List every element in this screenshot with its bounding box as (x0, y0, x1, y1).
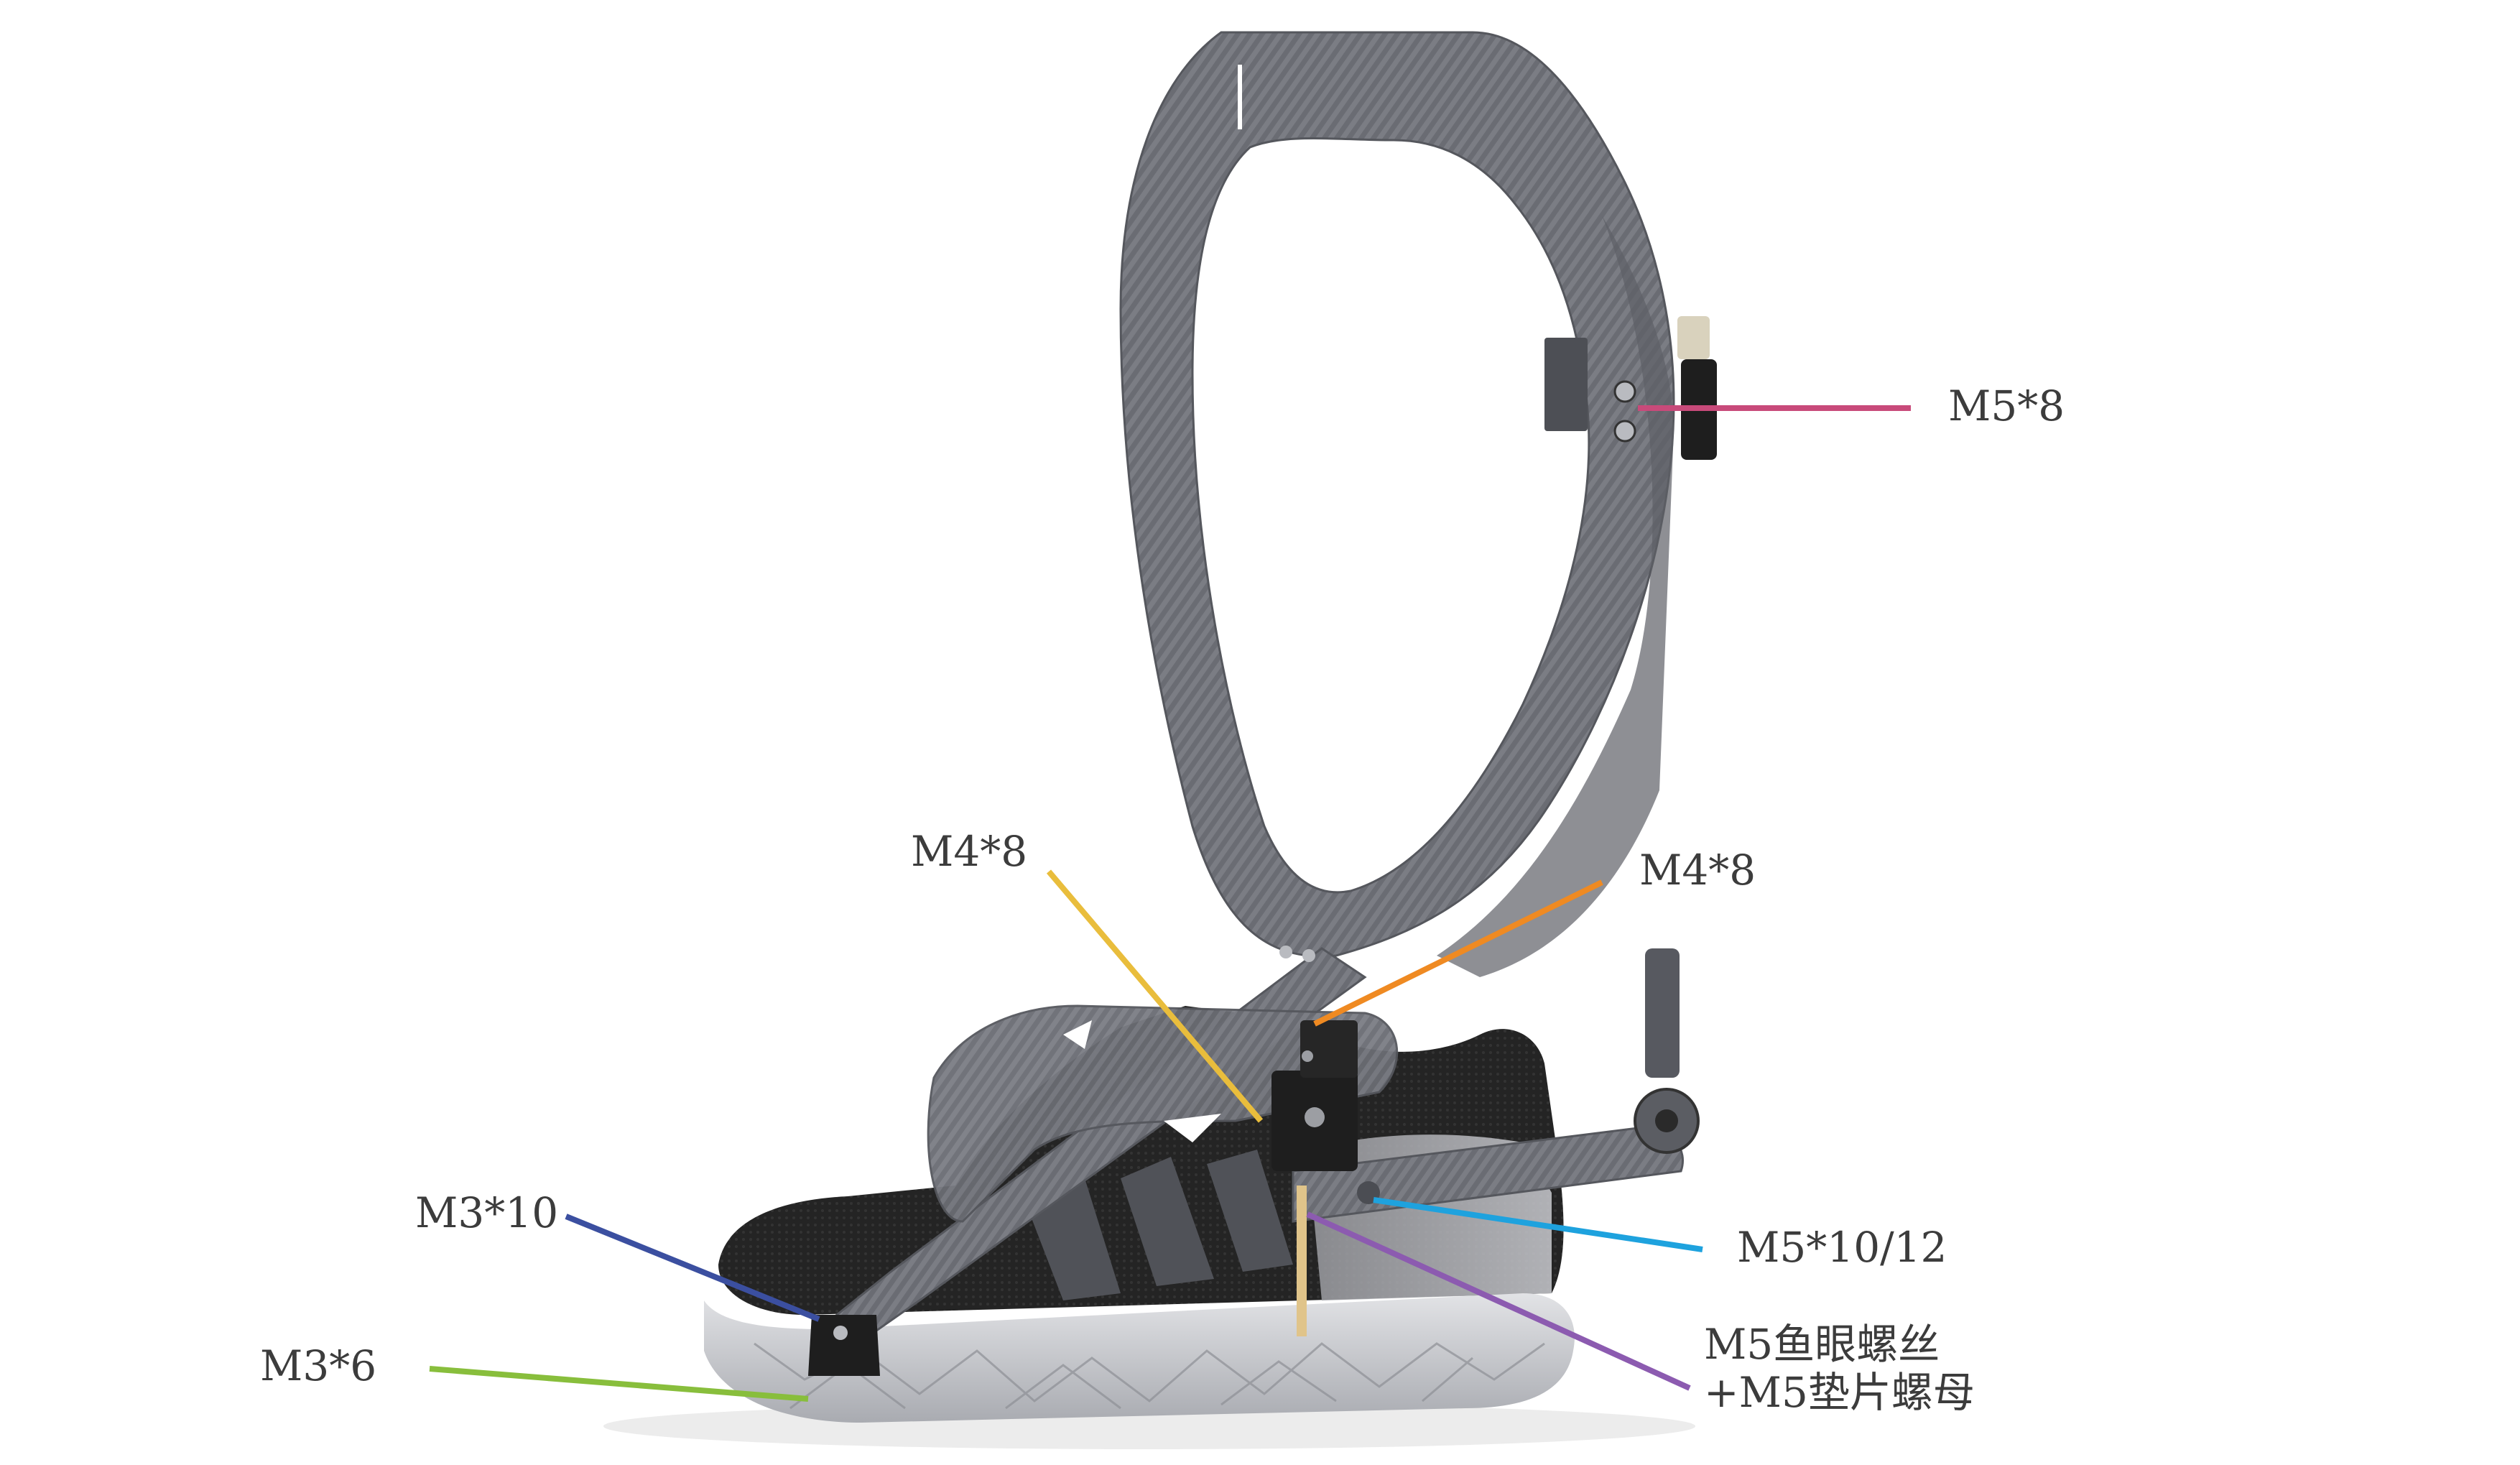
label-m5x10-12: M5*10/12 (1737, 1223, 1947, 1272)
screw-head (1613, 380, 1636, 403)
label-m5-rod-end-line-2: +M5垫片螺母 (1704, 1367, 1975, 1417)
loop-screw (1302, 949, 1315, 962)
leader-line-m5x10-12 (1373, 1197, 1703, 1252)
leader-line-m4x8-left (1046, 869, 1264, 1123)
calf-loop (1119, 31, 1675, 958)
calf-loop-depth (1437, 216, 1674, 977)
shoe-stripe (1027, 1178, 1121, 1300)
label-m5-rod-end: M5鱼眼螺丝 +M5垫片螺母 (1704, 1321, 1975, 1416)
shoe-sole (704, 1293, 1575, 1423)
clip-plate (1544, 338, 1588, 431)
strap-buckle-top (1677, 316, 1710, 359)
joint-screw (1305, 1107, 1325, 1127)
hinge-joint-center (1655, 1109, 1678, 1132)
screw-head (1613, 420, 1636, 443)
joint-bracket (1300, 1020, 1358, 1078)
leader-line-m4x8-right (1313, 879, 1603, 1027)
leader-line-m3x6 (429, 1366, 809, 1402)
label-m5-rod-end-line-1: M5鱼眼螺丝 (1704, 1320, 1940, 1369)
hinge-post (1645, 948, 1680, 1078)
label-m3x10: M3*10 (415, 1188, 559, 1237)
label-m5x8: M5*8 (1948, 382, 2065, 430)
foot-cradle (927, 1004, 1399, 1223)
shoe-stripe (1121, 1157, 1214, 1286)
label-m3x6: M3*6 (260, 1341, 377, 1390)
label-m4x8-right: M4*8 (1639, 846, 1756, 895)
shoe-stripe (1207, 1150, 1293, 1272)
heel-bracket (808, 1315, 880, 1376)
heel-screw (833, 1326, 848, 1340)
rod-end-screw (1297, 1186, 1307, 1336)
cradle-hole (1164, 1114, 1221, 1142)
joint-screw (1302, 1050, 1313, 1062)
loop-slot (1238, 65, 1242, 129)
cradle-hole (1063, 1020, 1092, 1049)
leader-line-m5-rod-end (1306, 1211, 1691, 1391)
label-m4x8-left: M4*8 (911, 827, 1028, 876)
loop-screw (1279, 946, 1292, 958)
leader-line-m3x10 (565, 1214, 820, 1322)
